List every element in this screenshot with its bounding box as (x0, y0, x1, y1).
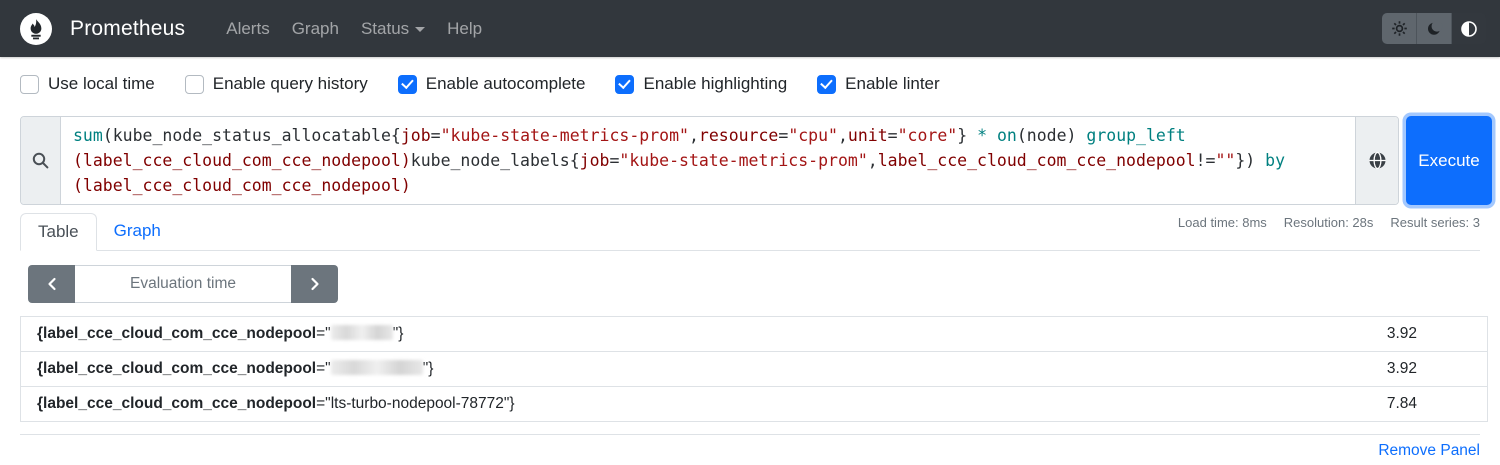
redacted-value (330, 360, 423, 375)
increase-time-button[interactable] (291, 265, 338, 303)
metric-value: 7.84 (1386, 395, 1417, 412)
execute-button[interactable]: Execute (1406, 116, 1492, 205)
evaluation-time-input[interactable] (75, 265, 291, 303)
nav-item-status[interactable]: Status (350, 11, 436, 47)
promql-query-input[interactable]: sum(kube_node_status_allocatable{job="ku… (61, 117, 1355, 204)
series-label: {label_cce_cloud_com_cce_nodepool=""} (37, 360, 434, 377)
option-enable-linter[interactable]: Enable linter (817, 74, 940, 94)
evaluation-time-stepper (28, 265, 1500, 303)
dark-mode-moon-icon[interactable] (1417, 13, 1452, 44)
nav-item-help[interactable]: Help (447, 18, 483, 38)
checkbox-enable-autocomplete[interactable] (397, 74, 417, 94)
chevron-right-icon (310, 277, 319, 291)
remove-panel-link[interactable]: Remove Panel (1378, 442, 1480, 459)
decrease-time-button[interactable] (28, 265, 75, 303)
result-series: Result series: 3 (1390, 215, 1480, 230)
checkbox-enable-linter[interactable] (817, 74, 837, 94)
tab-graph[interactable]: Graph (113, 221, 161, 240)
result-row: {label_cce_cloud_com_cce_nodepool="lts-t… (21, 387, 1487, 421)
result-row: {label_cce_cloud_com_cce_nodepool=""} 3.9… (21, 317, 1487, 352)
checkbox-use-local-time[interactable] (20, 74, 39, 94)
option-use-local-time[interactable]: Use local time (20, 74, 155, 94)
query-options-row: Use local time Enable query history Enab… (0, 57, 1500, 108)
settings-gear-icon[interactable] (1382, 13, 1417, 44)
option-enable-highlighting[interactable]: Enable highlighting (615, 74, 787, 94)
query-stats: Load time: 8ms Resolution: 28s Result se… (1178, 215, 1480, 230)
search-icon (21, 117, 61, 204)
panel-meta: Load time: 8ms Resolution: 28s Result se… (20, 213, 1480, 251)
nav-item-alerts[interactable]: Alerts (226, 18, 270, 38)
tab-table[interactable]: Table (20, 213, 97, 251)
nav-item-graph[interactable]: Graph (291, 18, 339, 38)
results-table: {label_cce_cloud_com_cce_nodepool=""} 3.9… (20, 316, 1488, 422)
chevron-down-icon (415, 26, 426, 32)
option-enable-query-history[interactable]: Enable query history (184, 74, 368, 94)
option-enable-autocomplete[interactable]: Enable autocomplete (397, 74, 585, 94)
metrics-explorer-globe-icon[interactable] (1355, 117, 1398, 204)
panel-tabs: Table Graph (20, 213, 1480, 251)
metric-value: 3.92 (1386, 325, 1417, 342)
theme-button-group (1382, 13, 1486, 44)
prometheus-logo-icon[interactable] (20, 12, 52, 45)
result-row: {label_cce_cloud_com_cce_nodepool=""} 3.9… (21, 352, 1487, 387)
navbar: Prometheus Alerts Graph Status Help (0, 0, 1500, 57)
chevron-left-icon (47, 277, 56, 291)
load-time: Load time: 8ms (1177, 215, 1267, 230)
auto-contrast-icon[interactable] (1452, 13, 1486, 44)
checkbox-enable-query-history[interactable] (184, 74, 204, 94)
redacted-value (330, 325, 393, 340)
brand-title[interactable]: Prometheus (70, 16, 186, 40)
metric-value: 3.92 (1386, 360, 1417, 377)
series-label: {label_cce_cloud_com_cce_nodepool="lts-t… (37, 395, 515, 412)
resolution: Resolution: 28s (1283, 215, 1374, 230)
nav-links: Alerts Graph Status Help (215, 11, 493, 47)
checkbox-enable-highlighting[interactable] (615, 74, 635, 94)
query-input-group: sum(kube_node_status_allocatable{job="ku… (20, 116, 1399, 205)
footer-row: Remove Panel (20, 442, 1480, 460)
query-row: sum(kube_node_status_allocatable{job="ku… (20, 116, 1492, 205)
panel-divider (20, 434, 1480, 435)
series-label: {label_cce_cloud_com_cce_nodepool=""} (37, 325, 404, 342)
